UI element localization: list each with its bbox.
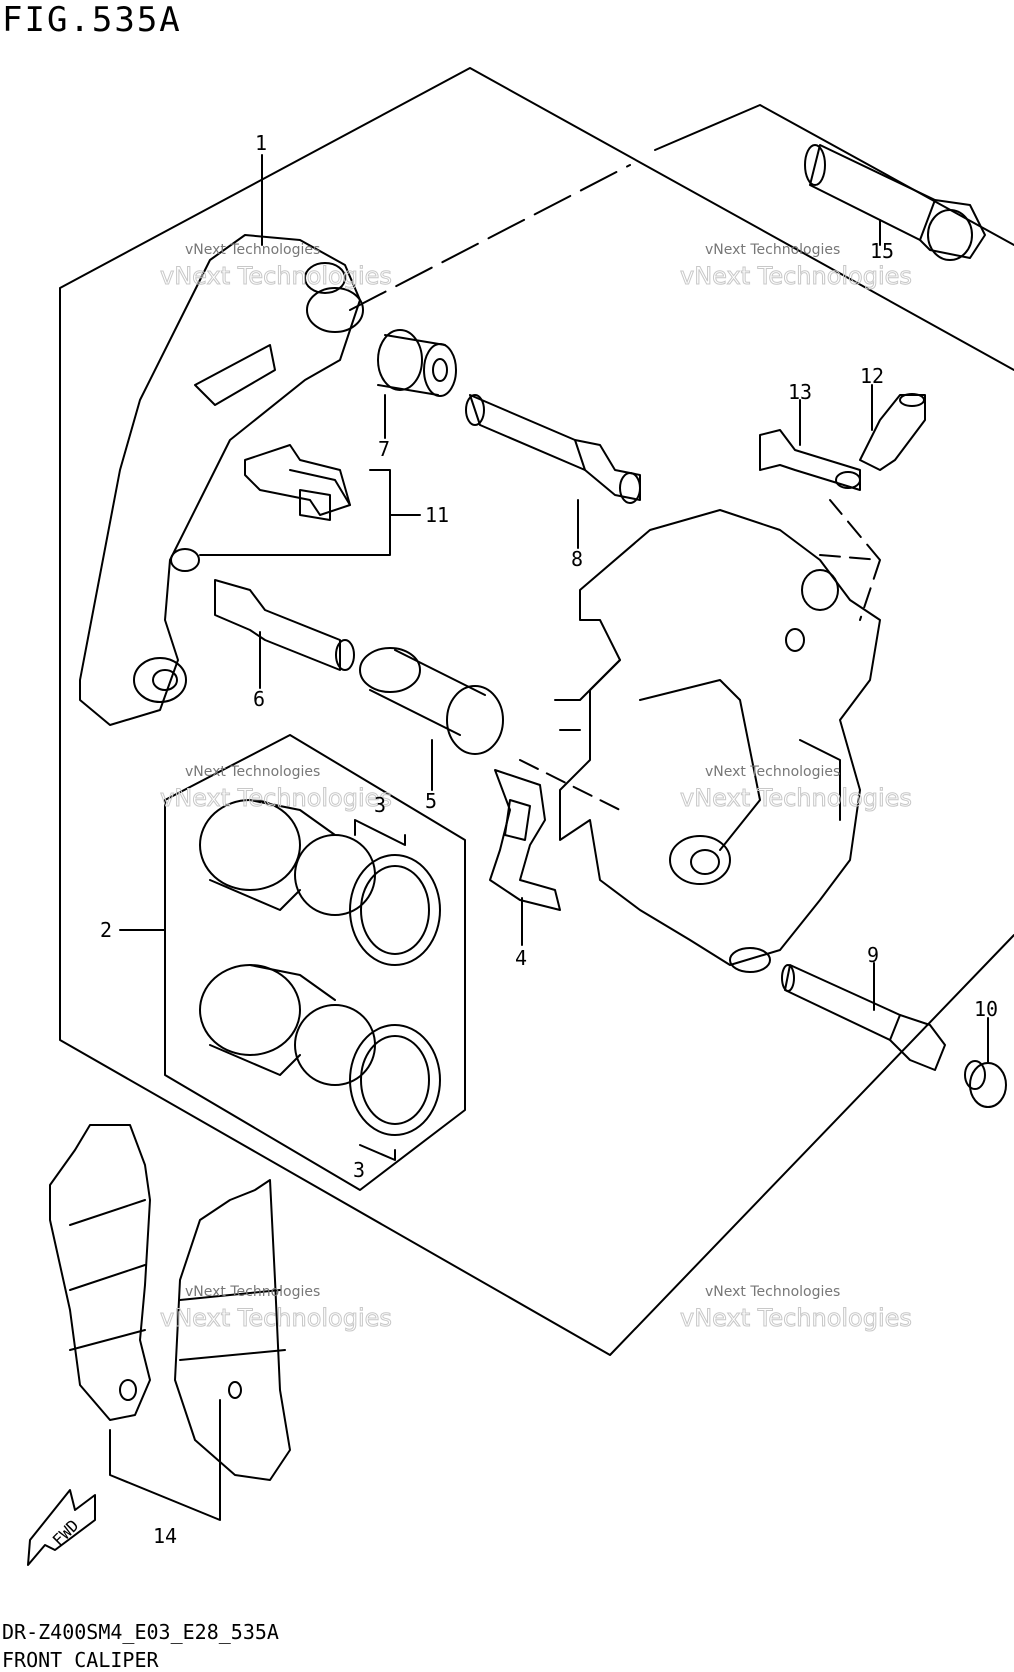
watermark-text: vNext Technologies (185, 764, 320, 780)
watermark-text-outline: vNext Technologies (160, 784, 392, 812)
pad-clip (489, 769, 561, 911)
watermark-text: vNext Technologies (705, 242, 840, 258)
brake-pad-right (174, 1179, 291, 1481)
watermark-text-outline: vNext Technologies (160, 262, 392, 290)
diagram-name: FRONT CALIPER (2, 1648, 159, 1672)
leader-14 (109, 1399, 221, 1521)
boot-5 (359, 647, 504, 755)
bleeder-valve (859, 393, 926, 471)
leader-3a (354, 819, 406, 846)
pad-pin (781, 964, 946, 1071)
assembly-outline-top (654, 104, 1014, 246)
callout-labels: 1 2 3 3 4 5 6 7 8 9 10 11 12 13 14 15 (100, 131, 998, 1548)
callout-14: 14 (153, 1524, 177, 1548)
callout-11: 11 (425, 503, 449, 527)
callout-4: 4 (515, 946, 527, 970)
piston-box (164, 734, 466, 1191)
watermark-text-outline: vNext Technologies (680, 1304, 912, 1332)
piston-upper (199, 799, 441, 966)
watermarks: vNext Technologies vNext Technologies vN… (160, 242, 913, 1333)
dash-to-caliper (819, 499, 881, 621)
assembly-outline-dash (349, 164, 631, 311)
caliper-bracket (79, 234, 364, 726)
callout-12: 12 (860, 364, 884, 388)
leader-3b (359, 1144, 396, 1161)
leader-11 (199, 469, 421, 556)
callout-1: 1 (255, 131, 267, 155)
callout-5: 5 (425, 789, 437, 813)
pad-pin-plug (964, 1060, 1007, 1108)
watermark-text: vNext Technologies (185, 1284, 320, 1300)
callout-9: 9 (867, 943, 879, 967)
callout-15: 15 (870, 239, 894, 263)
watermark-text: vNext Technologies (185, 242, 320, 258)
callout-8: 8 (571, 547, 583, 571)
pad-spring (244, 444, 351, 521)
callout-7: 7 (378, 437, 390, 461)
mounting-bolt (804, 144, 986, 261)
watermark-text-outline: vNext Technologies (160, 1304, 392, 1332)
piston-lower (199, 964, 441, 1136)
boot (377, 329, 457, 397)
diagram-code: DR-Z400SM4_E03_E28_535A (2, 1620, 279, 1644)
callout-3: 3 (374, 793, 386, 817)
assembly-outline (59, 67, 1014, 1356)
callout-6: 6 (253, 687, 265, 711)
figure-title: FIG.535A (2, 0, 182, 40)
watermark-text-outline: vNext Technologies (680, 784, 912, 812)
callout-13: 13 (788, 380, 812, 404)
callout-10: 10 (974, 997, 998, 1021)
watermark-text: vNext Technologies (705, 764, 840, 780)
callout-3: 3 (353, 1158, 365, 1182)
watermark-text: vNext Technologies (705, 1284, 840, 1300)
caliper-body (554, 509, 881, 973)
bleeder-cap (759, 429, 861, 491)
watermark-text-outline: vNext Technologies (680, 262, 912, 290)
brake-pad-left (49, 1124, 151, 1421)
slide-pin-6 (214, 579, 355, 671)
forward-arrow-icon (27, 1489, 96, 1566)
slide-pin-8 (465, 394, 641, 504)
dash-to-pin (519, 759, 621, 811)
callout-2: 2 (100, 918, 112, 942)
